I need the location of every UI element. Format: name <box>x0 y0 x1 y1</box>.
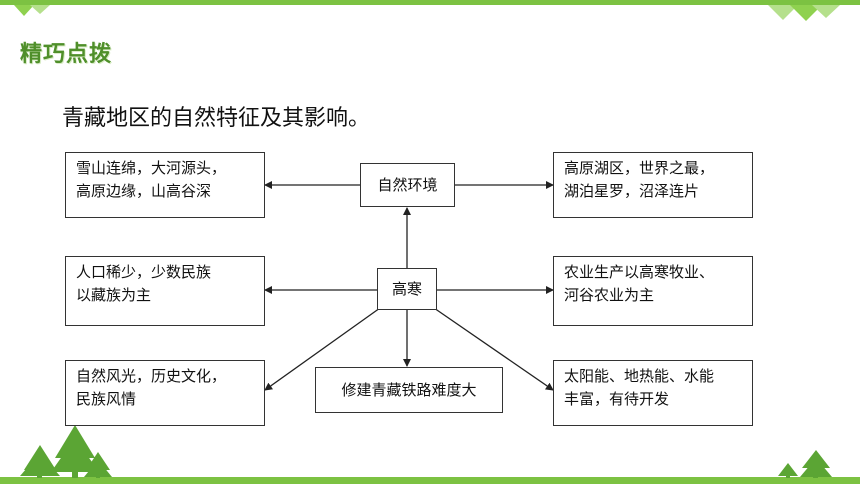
node-right-mid-line2: 河谷农业为主 <box>564 286 655 304</box>
node-left-mid: 人口稀少，少数民族 以藏族为主 <box>65 256 265 326</box>
node-left-bot-line2: 民族风情 <box>76 390 137 408</box>
top-left-triangle-icon <box>14 5 50 16</box>
node-bottom: 修建青藏铁路难度大 <box>315 367 503 413</box>
node-left-mid-line2: 以藏族为主 <box>76 286 152 304</box>
node-right-top: 高原湖区，世界之最， 湖泊星罗，沼泽连片 <box>553 152 753 218</box>
node-right-mid: 农业生产以高寒牧业、 河谷农业为主 <box>553 256 753 326</box>
node-right-bot-line2: 丰富，有待开发 <box>564 390 670 408</box>
arrow-center-to-bottom-right <box>433 307 554 391</box>
node-left-mid-line1: 人口稀少，少数民族 <box>76 263 212 281</box>
node-right-bot: 太阳能、地热能、水能 丰富，有待开发 <box>553 360 753 426</box>
top-right-triangle-icon <box>768 5 840 21</box>
node-left-top: 雪山连绵，大河源头， 高原边缘，山高谷深 <box>65 152 265 218</box>
node-right-top-line2: 湖泊星罗，沼泽连片 <box>564 182 700 200</box>
node-left-top-line1: 雪山连绵，大河源头， <box>76 159 227 177</box>
node-center-label: 高寒 <box>391 279 422 298</box>
node-right-mid-line1: 农业生产以高寒牧业、 <box>564 263 715 281</box>
node-left-top-line2: 高原边缘，山高谷深 <box>76 182 212 200</box>
intro-text: 青藏地区的自然特征及其影响。 <box>62 106 371 131</box>
node-right-bot-line1: 太阳能、地热能、水能 <box>564 367 715 385</box>
arrow-center-to-bottom-left <box>264 307 381 391</box>
node-right-top-line1: 高原湖区，世界之最， <box>564 159 715 177</box>
left-trees-icon <box>20 425 112 478</box>
node-center: 高寒 <box>377 268 437 310</box>
node-top: 自然环境 <box>360 163 455 207</box>
right-trees-icon <box>778 450 832 478</box>
bottom-accent-bar <box>0 477 860 484</box>
node-top-label: 自然环境 <box>377 175 438 194</box>
node-bottom-label: 修建青藏铁路难度大 <box>341 380 477 399</box>
node-left-bot-line1: 自然风光，历史文化， <box>76 367 227 385</box>
section-title: 精巧点拨 <box>20 42 113 67</box>
node-left-bot: 自然风光，历史文化， 民族风情 <box>65 360 265 426</box>
top-accent-bar <box>0 0 860 5</box>
